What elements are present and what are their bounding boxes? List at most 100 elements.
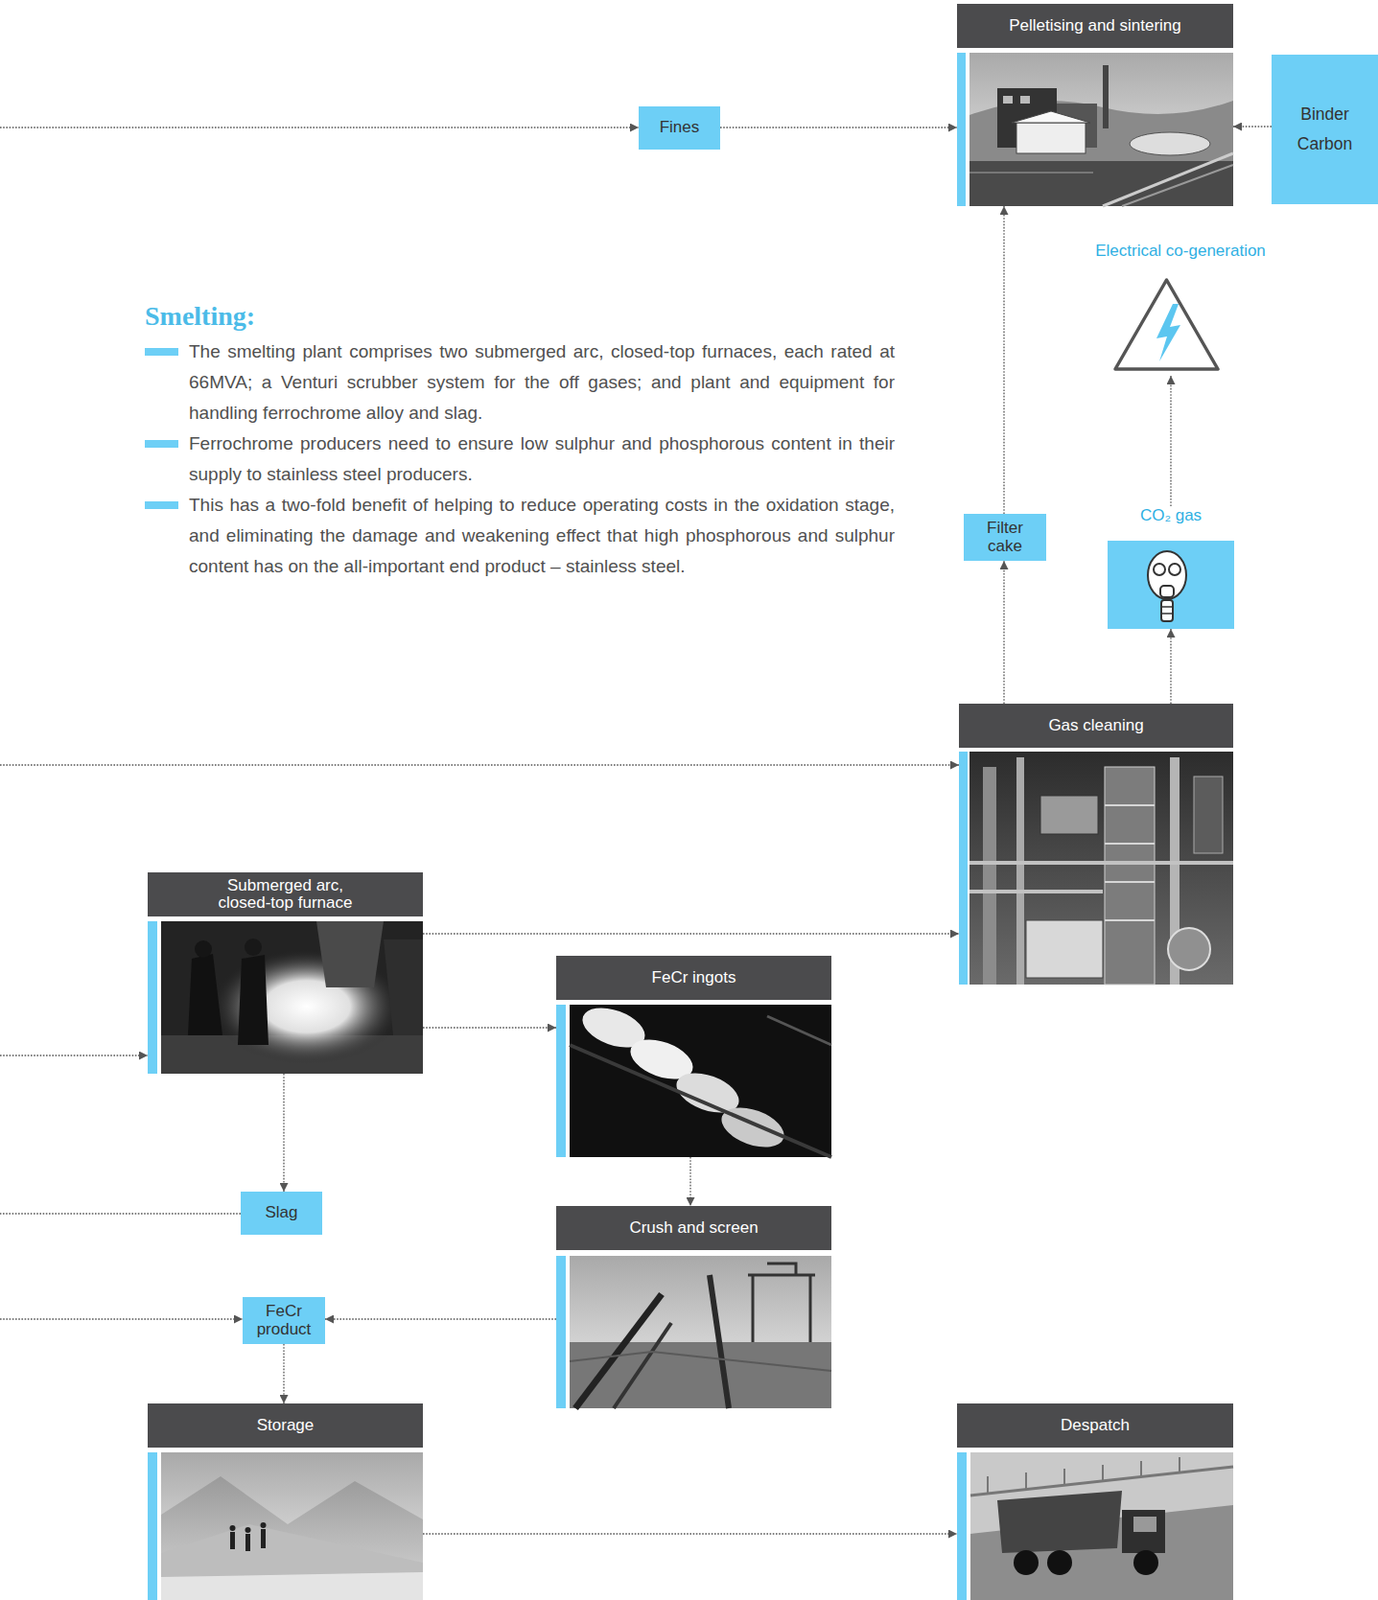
despatch-photo-part: [1121, 1510, 1166, 1554]
header-bar: Crush and screen: [556, 1206, 832, 1251]
node-label: Gas cleaning: [1048, 717, 1144, 735]
ingots-photo: [569, 1000, 832, 1158]
despatch-photo-part: [970, 1452, 1234, 1600]
flow-arrow: [282, 1074, 284, 1192]
bullet-text: This has a two-fold benefit of helping t…: [188, 490, 895, 583]
gas-cleaning-photo-part: [982, 767, 997, 985]
bullet-marker: [144, 348, 179, 356]
gas-cleaning-photo-part: [969, 751, 1234, 985]
storage-photo: [161, 1452, 423, 1600]
material-box: Fines: [638, 106, 721, 150]
process-stage: Pelletising and sintering: [957, 3, 1234, 207]
despatch-photo-part: [1133, 1550, 1159, 1576]
gas-cleaning-photo: [969, 751, 1234, 985]
header-bar: Pelletising and sintering: [957, 3, 1234, 48]
furnace-photo-part: [187, 954, 223, 1036]
node-label: Storage: [256, 1417, 315, 1435]
material-box: Filter cake: [963, 513, 1047, 561]
gas-cleaning-photo-part: [1104, 767, 1155, 985]
bullet-row: Ferrochrome producers need to ensure low…: [144, 428, 895, 491]
node-label: Carbon: [1297, 135, 1353, 154]
furnace-photo-part: [244, 938, 262, 957]
furnace-photo-part: [194, 940, 212, 958]
gas-cleaning-photo-part: [1040, 795, 1098, 835]
pelletising-photo-part: [1016, 122, 1086, 154]
gas-icon-box: [1107, 540, 1235, 630]
flow-arrow: [1003, 560, 1005, 704]
storage-photo-part: [161, 1476, 423, 1600]
crush-photo: [569, 1256, 832, 1409]
flow-arrow: [422, 1027, 557, 1028]
bullet-text: The smelting plant comprises two submerg…: [188, 336, 895, 429]
off-page-flow-lines-part: [0, 1054, 148, 1056]
pelletising-photo-part: [1129, 132, 1211, 156]
node-label: Electrical co-generation: [1074, 241, 1286, 261]
pelletising-photo-part: [969, 52, 1234, 207]
photo-bars-part: [957, 52, 966, 207]
node-label: Crush and screen: [629, 1219, 758, 1238]
pelletising-photo-part: [1121, 164, 1234, 207]
flow-arrow: [720, 126, 958, 128]
ingots-photo-part: [569, 1045, 832, 1158]
gas-cleaning-photo-part: [969, 863, 1234, 892]
crush-photo-part: [569, 1256, 832, 1409]
smelting-notes: Smelting:The smelting plant comprises tw…: [144, 300, 895, 583]
flow-arrow: [325, 1318, 557, 1320]
header-bar: Gas cleaning: [958, 703, 1234, 748]
flow-arrow: [1169, 629, 1171, 704]
mask-mouthpiece: [1160, 585, 1174, 598]
bullet-row: The smelting plant comprises two submerg…: [144, 336, 895, 429]
gas-cleaning-photo-part: [1193, 776, 1223, 854]
pelletising-photo-part: [1011, 111, 1091, 123]
node-label: Submerged arc, closed-top furnace: [199, 877, 373, 912]
process-stage: Submerged arc, closed-top furnace: [147, 872, 423, 1075]
gas-icon-node: CO₂ gas: [1107, 506, 1235, 630]
pelletising-photo: [969, 52, 1234, 207]
furnace-photo-part: [316, 921, 384, 988]
flow-arrow: [282, 1344, 284, 1404]
pelletising-photo-part: [969, 171, 1094, 174]
gas-cleaning-photo-part: [1016, 757, 1025, 985]
despatch-photo-part: [997, 1491, 1122, 1554]
furnace-photo-part: [237, 955, 269, 1046]
flow-arrow: [1169, 375, 1171, 507]
mask-filter: [1161, 600, 1173, 622]
furnace-photo-part: [161, 921, 423, 1075]
pelletising-photo-part: [969, 161, 1234, 207]
power-icon-node: Electrical co-generation: [1074, 241, 1286, 376]
process-stage: Gas cleaning: [958, 703, 1234, 985]
input-box: BinderCarbon: [1271, 54, 1378, 205]
header-bar: Submerged arc, closed-top furnace: [147, 872, 423, 917]
header-bar: Despatch: [957, 1403, 1234, 1449]
node-label: Despatch: [1060, 1417, 1130, 1435]
bullet-text: Ferrochrome producers need to ensure low…: [188, 428, 895, 491]
mask-eye: [1168, 563, 1181, 576]
storage-photo-part: [245, 1534, 251, 1552]
photo-bars-part: [147, 1452, 158, 1600]
off-page-flow-lines-part: [0, 1213, 241, 1215]
header-bar: Storage: [147, 1403, 423, 1449]
process-stage: Despatch: [957, 1403, 1234, 1600]
flow-arrow: [422, 1533, 958, 1535]
bullet-marker: [144, 440, 179, 448]
pelletising-photo-part: [1102, 153, 1234, 207]
storage-photo-part: [161, 1524, 423, 1600]
storage-photo-part: [230, 1532, 235, 1550]
despatch-photo-part: [1133, 1517, 1157, 1533]
node-label: CO₂ gas: [1107, 506, 1235, 526]
material-box: FeCr product: [242, 1297, 326, 1345]
mask-head: [1147, 551, 1187, 600]
photo-bars-part: [957, 1452, 967, 1600]
crush-photo-part: [709, 1275, 729, 1409]
node-label: FeCr ingots: [652, 969, 737, 987]
node-label: Binder: [1300, 105, 1350, 124]
process-stage: Crush and screen: [556, 1206, 832, 1409]
node-label: Fines: [659, 118, 701, 137]
warning-triangle: [1115, 280, 1218, 370]
storage-photo-part: [260, 1522, 267, 1529]
despatch-photo-part: [1013, 1550, 1039, 1576]
furnace-photo: [161, 921, 423, 1075]
gas-cleaning-photo-part: [1167, 928, 1211, 971]
